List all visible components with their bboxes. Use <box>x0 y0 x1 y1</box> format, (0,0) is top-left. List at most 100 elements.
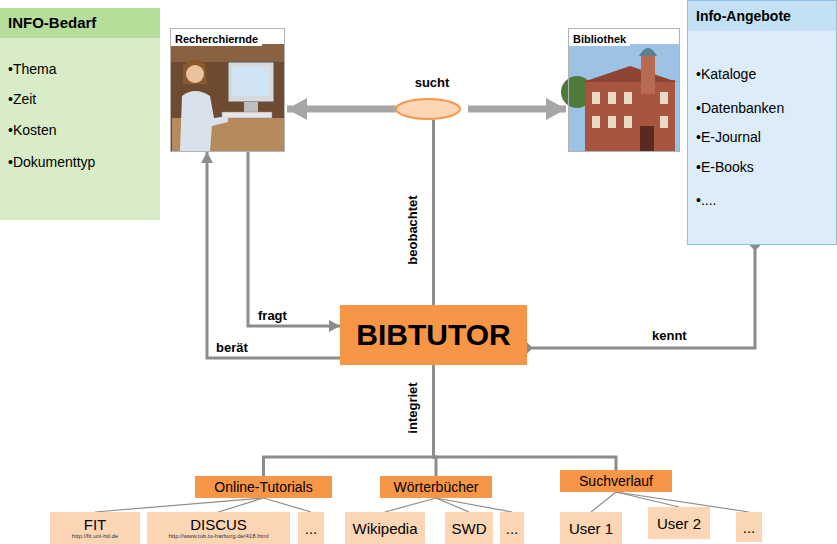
photo-window <box>592 116 600 128</box>
connector <box>287 109 396 110</box>
list-item: •.... <box>688 191 836 209</box>
category-box: Suchverlauf <box>560 470 672 492</box>
user-box: User 1 <box>560 512 622 544</box>
search-ellipse: sucht <box>394 75 470 121</box>
edge-label: kennt <box>650 328 689 343</box>
category-label: Suchverlauf <box>579 473 653 489</box>
connector-line <box>219 498 264 512</box>
library-box: Bibliothek <box>568 28 680 152</box>
category-label: Online-Tutorials <box>214 479 312 495</box>
photo-window <box>592 92 600 104</box>
photo-keyboard <box>222 112 272 118</box>
list-item: •E-Books <box>688 158 836 176</box>
connector <box>434 365 617 470</box>
resource-url: http://fit.uni-hd.de <box>72 533 118 540</box>
photo-building <box>585 80 675 151</box>
photo-wall <box>171 44 284 151</box>
connector-line <box>207 152 340 358</box>
photo-shelf <box>171 44 284 62</box>
resource-label: ... <box>305 520 318 537</box>
category-box: Wörterbücher <box>380 476 492 498</box>
category-box: Online-Tutorials <box>195 476 332 498</box>
connector <box>264 498 312 512</box>
connector <box>468 109 566 110</box>
connector-line <box>591 492 616 512</box>
photo-roof <box>583 66 677 82</box>
resource-box: Wikipedia <box>345 512 425 544</box>
connector <box>436 498 469 512</box>
tutor-box: BIBTUTOR <box>340 305 527 365</box>
photo-dome <box>639 48 657 56</box>
connector-line <box>287 106 396 113</box>
library-photo <box>561 44 679 151</box>
resource-label: ... <box>506 520 519 537</box>
photo-window <box>660 116 668 128</box>
photo-sky <box>569 44 679 151</box>
connector-line <box>95 498 264 512</box>
photo-tower <box>641 54 655 94</box>
resource-label: SWD <box>452 520 487 537</box>
box-heading: Bibliothek <box>569 32 630 46</box>
list-item: •Thema <box>0 60 160 78</box>
photo-door <box>640 126 654 151</box>
connector-line <box>385 498 436 512</box>
resource-box: SWD <box>445 512 493 544</box>
photo-window <box>660 92 668 104</box>
panel-heading: Info-Angebote <box>688 1 836 31</box>
edge-label: fragt <box>256 308 289 323</box>
researcher-photo <box>171 44 284 151</box>
photo-person <box>180 91 228 151</box>
list-item: •E-Journal <box>688 128 836 146</box>
connector <box>95 498 264 512</box>
edge-label: integriet <box>405 380 420 435</box>
connector-line <box>432 120 435 305</box>
list-item: •Kosten <box>0 121 160 139</box>
photo-monitor <box>228 62 274 102</box>
connector <box>385 498 436 512</box>
resource-box: FIThttp://fit.uni-hd.de <box>50 512 140 544</box>
resource-box: DISCUShttp://www.tub.tu-harburg.de/418.h… <box>147 512 290 544</box>
connector-line <box>248 152 340 326</box>
category-label: Wörterbücher <box>394 479 479 495</box>
connector <box>248 152 340 326</box>
user-box: User 2 <box>648 507 710 539</box>
connector <box>264 365 434 476</box>
panel-heading: INFO-Bedarf <box>0 8 160 38</box>
tutor-label: BIBTUTOR <box>356 318 510 352</box>
connector-line <box>468 106 566 113</box>
need-panel: INFO-Bedarf•Thema•Zeit•Kosten•Dokumentty… <box>0 8 160 220</box>
connector-line <box>264 498 312 512</box>
connector <box>219 498 264 512</box>
connector-line <box>436 498 512 512</box>
connector <box>521 239 760 353</box>
connector <box>433 120 434 305</box>
photo-head <box>186 65 204 83</box>
connector <box>436 498 512 512</box>
more-box: ... <box>298 512 324 544</box>
list-item: •Kataloge <box>688 65 836 83</box>
box-heading: Recherchiernde <box>171 32 262 46</box>
resource-label: ... <box>743 519 756 536</box>
researcher-box: Recherchiernde <box>170 28 285 152</box>
connector-line <box>436 498 469 512</box>
resource-label: FIT <box>84 516 107 533</box>
ellipse-shape <box>396 99 460 119</box>
photo-window <box>608 116 616 128</box>
resource-label: User 2 <box>657 515 701 532</box>
photo-window <box>624 116 632 128</box>
list-item: •Zeit <box>0 90 160 108</box>
resource-label: Wikipedia <box>352 520 417 537</box>
connector-line <box>434 365 617 470</box>
photo-hair <box>183 59 207 84</box>
resource-url: http://www.tub.tu-harburg.de/418.html <box>168 533 268 540</box>
connector-line <box>527 245 755 348</box>
edge-label: beobachtet <box>405 193 420 266</box>
connector-line <box>264 365 434 476</box>
connector <box>207 152 340 358</box>
photo-monitor-stand <box>244 102 258 112</box>
more-box: ... <box>736 512 762 542</box>
offer-panel: Info-Angebote•Kataloge•Datenbanken•E-Jou… <box>687 0 837 245</box>
connector <box>591 492 616 512</box>
photo-screen <box>232 66 270 96</box>
